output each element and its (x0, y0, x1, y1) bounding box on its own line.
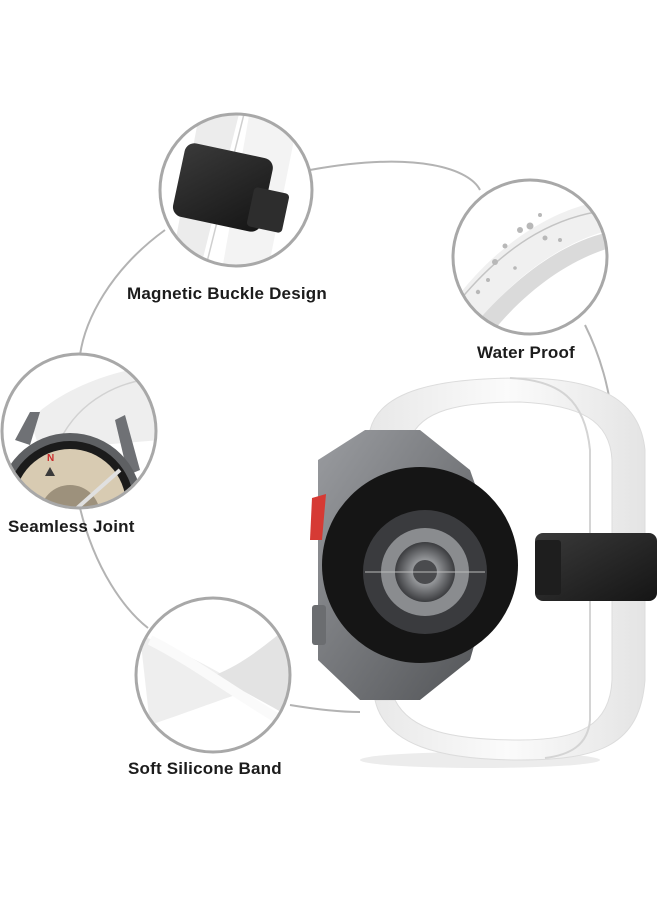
feature-label-magnetic-buckle: Magnetic Buckle Design (127, 284, 327, 303)
feature-label-seamless-joint: Seamless Joint (8, 517, 135, 536)
watch-with-band (310, 377, 657, 768)
feature-label-soft-silicone: Soft Silicone Band (128, 759, 282, 778)
magnetic-buckle-closeup (158, 112, 314, 268)
watch-joint-closeup: N (0, 352, 158, 510)
feature-label-water-proof: Water Proof (477, 343, 575, 362)
svg-text:N: N (47, 453, 54, 464)
twisted-band-closeup (134, 596, 292, 754)
water-droplets-closeup (451, 178, 609, 336)
connecting-ring (79, 160, 613, 713)
